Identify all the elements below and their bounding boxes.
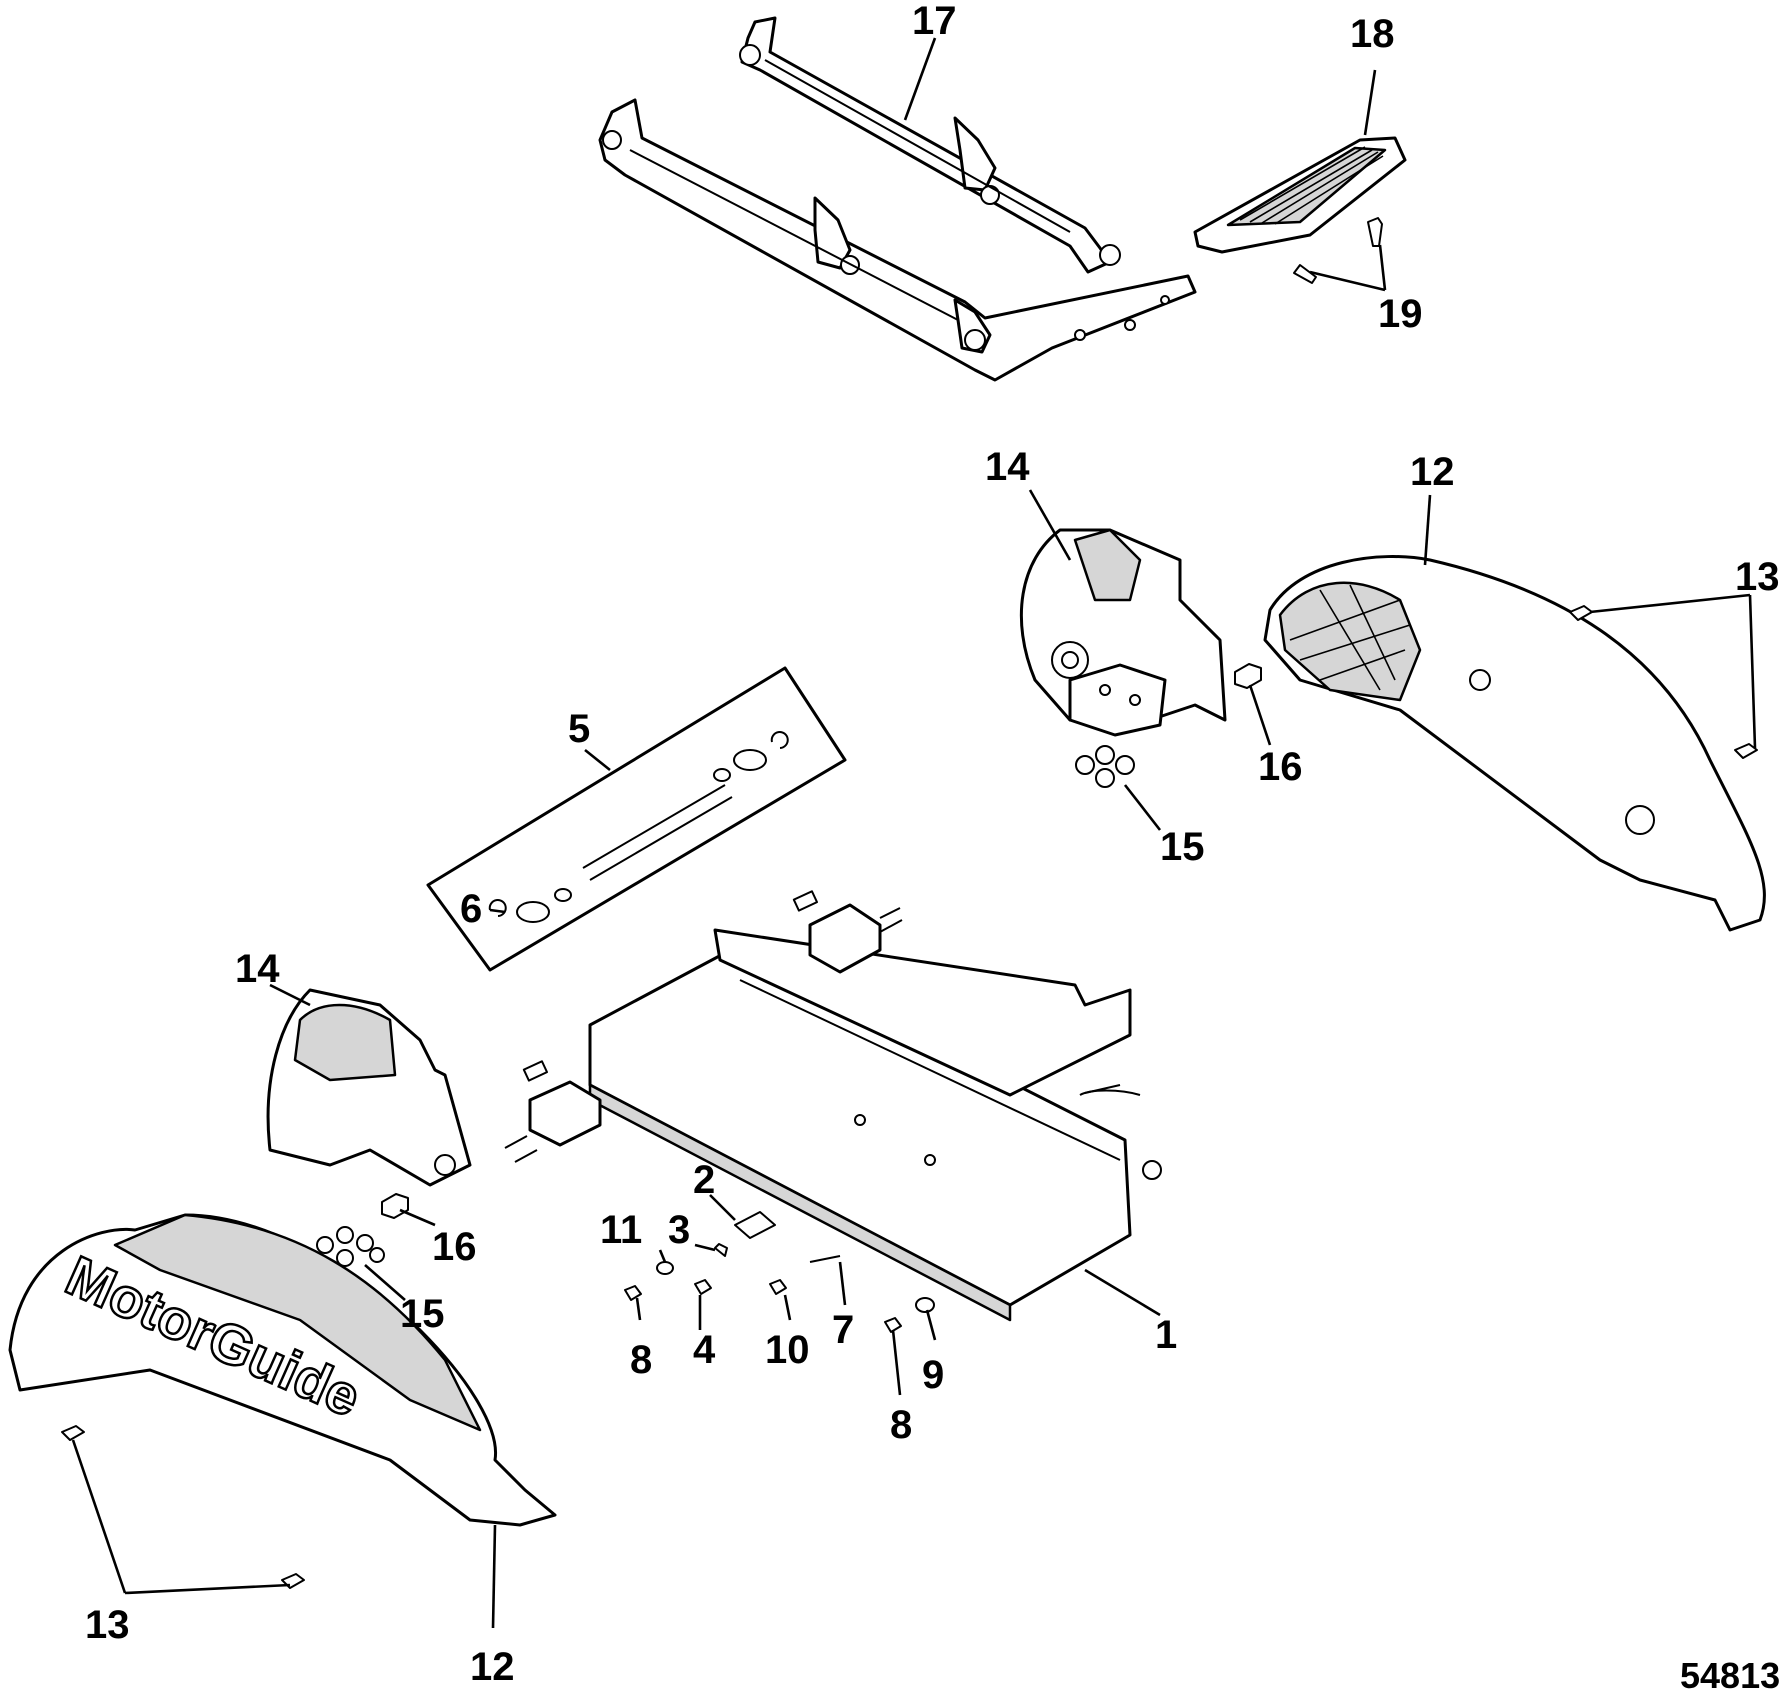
callout-14-left: 14 <box>235 947 280 991</box>
small-hardware <box>624 1084 1121 1333</box>
part-16-pivot-left <box>381 1193 409 1219</box>
part-18-heel-pad <box>1193 136 1407 254</box>
part-13-screws-left <box>61 1425 305 1589</box>
callout-8-right: 8 <box>890 1403 912 1447</box>
callout-7: 7 <box>832 1308 854 1352</box>
leader-lines <box>71 37 1757 1629</box>
callout-16-left: 16 <box>432 1225 477 1269</box>
part-1-base-plate <box>588 928 1162 1322</box>
part-19-screws <box>1293 217 1383 284</box>
part-16-pivot-right <box>1234 663 1262 689</box>
part-17-pedal-frame <box>598 16 1197 382</box>
callout-8-left: 8 <box>630 1338 652 1382</box>
callout-5: 5 <box>568 707 590 751</box>
callout-9: 9 <box>922 1353 944 1397</box>
bracket-blocks <box>504 890 903 1163</box>
callout-12-right: 12 <box>1410 450 1455 494</box>
callout-labels: 17 18 19 14 12 13 16 15 5 6 14 16 15 2 3… <box>85 0 1780 1689</box>
part-5-axle-kit <box>426 666 847 972</box>
part-15-rivets-right <box>1075 745 1135 788</box>
part-15-rivets-left <box>316 1226 385 1267</box>
callout-2: 2 <box>693 1158 715 1202</box>
callout-4: 4 <box>693 1328 716 1372</box>
callout-3: 3 <box>668 1208 690 1252</box>
part-14-housing-left <box>266 988 472 1187</box>
part-12-cover-left <box>8 1213 557 1527</box>
callout-17: 17 <box>912 0 957 43</box>
callout-1: 1 <box>1155 1313 1177 1357</box>
figure-number: 54813 <box>1680 1655 1780 1696</box>
callout-12-left: 12 <box>470 1645 515 1689</box>
callout-10: 10 <box>765 1328 810 1372</box>
callout-15-left: 15 <box>400 1292 445 1336</box>
callout-15-right: 15 <box>1160 825 1205 869</box>
part-14-housing-right <box>1019 528 1227 737</box>
callout-11: 11 <box>600 1208 642 1252</box>
callout-14-right: 14 <box>985 445 1030 489</box>
callout-13-right: 13 <box>1735 555 1780 599</box>
part-12-cover-right <box>1263 555 1766 932</box>
callout-19: 19 <box>1378 292 1423 336</box>
callout-6: 6 <box>460 887 482 931</box>
callout-13-left: 13 <box>85 1603 130 1647</box>
callout-16-right: 16 <box>1258 745 1303 789</box>
callout-18: 18 <box>1350 12 1395 56</box>
